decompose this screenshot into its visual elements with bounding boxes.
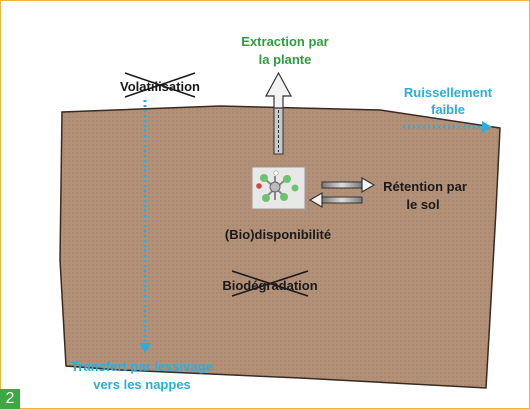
biodegradation-label: Biodégradation [222, 278, 317, 293]
transfer-label-line1: Transfert par lessivage [71, 359, 213, 374]
runoff-label-line2: faible [431, 102, 465, 117]
biodegradation-crossout-icon [231, 270, 309, 297]
molecule-icon [251, 166, 306, 210]
retention-label-line2: le sol [406, 197, 439, 212]
transfer-label-line2: vers les nappes [93, 377, 191, 392]
leaching-dotted-arrow-icon [139, 100, 151, 353]
volatilisation-label: Volatilisation [120, 79, 200, 94]
runoff-label-line1: Ruissellement [404, 85, 493, 100]
release-arrow-icon [308, 191, 363, 209]
extraction-arrow-icon [264, 71, 293, 155]
extraction-label-line1: Extraction par [241, 34, 328, 49]
retention-arrow-icon [321, 176, 376, 194]
figure-number-badge: 2 [0, 389, 20, 409]
extraction-label-line2: la plante [259, 52, 312, 67]
retention-label-line1: Rétention par [383, 179, 467, 194]
soil-block [59, 105, 501, 389]
biodisponibilite-label: (Bio)disponibilité [225, 227, 331, 242]
volatilisation-crossout-icon [124, 72, 196, 98]
runoff-dotted-arrow-icon [403, 121, 492, 133]
